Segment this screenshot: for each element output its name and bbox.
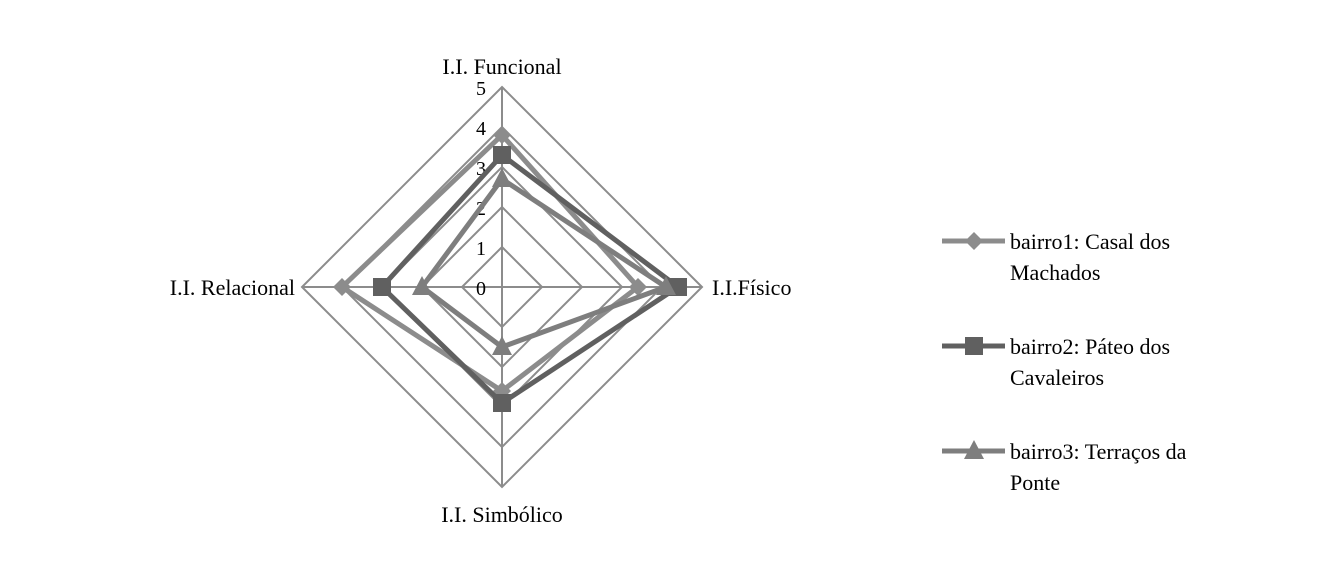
data-point [493,146,511,164]
legend-marker [965,232,983,250]
data-point [373,278,391,296]
data-point [492,168,512,187]
series-line [339,132,641,394]
axis-label: I.I.Físico [712,275,791,300]
data-point [412,276,432,295]
legend-label: bairro3: Terraços da [1010,439,1187,464]
tick-label: 1 [476,238,486,260]
data-point [629,278,647,296]
tick-label: 5 [476,78,486,100]
series-1 [339,132,641,394]
data-point [493,126,511,144]
tick-label: 4 [476,118,486,140]
legend-marker [964,440,984,459]
legend-label: Cavaleiros [1010,365,1104,390]
legend-label: Machados [1010,260,1100,285]
axis-label: I.I. Simbólico [441,502,563,527]
data-point [656,276,676,295]
legend-label: Ponte [1010,470,1060,495]
axis-label: I.I. Funcional [442,54,561,79]
data-point [333,278,351,296]
tick-label: 3 [476,158,486,180]
legend-marker [965,337,983,355]
tick-label: 0 [476,278,486,300]
legend-label: bairro2: Páteo dos [1010,334,1170,359]
axis-label: I.I. Relacional [170,275,295,300]
legend-label: bairro1: Casal dos [1010,229,1170,254]
data-point [493,394,511,412]
data-point [492,336,512,355]
